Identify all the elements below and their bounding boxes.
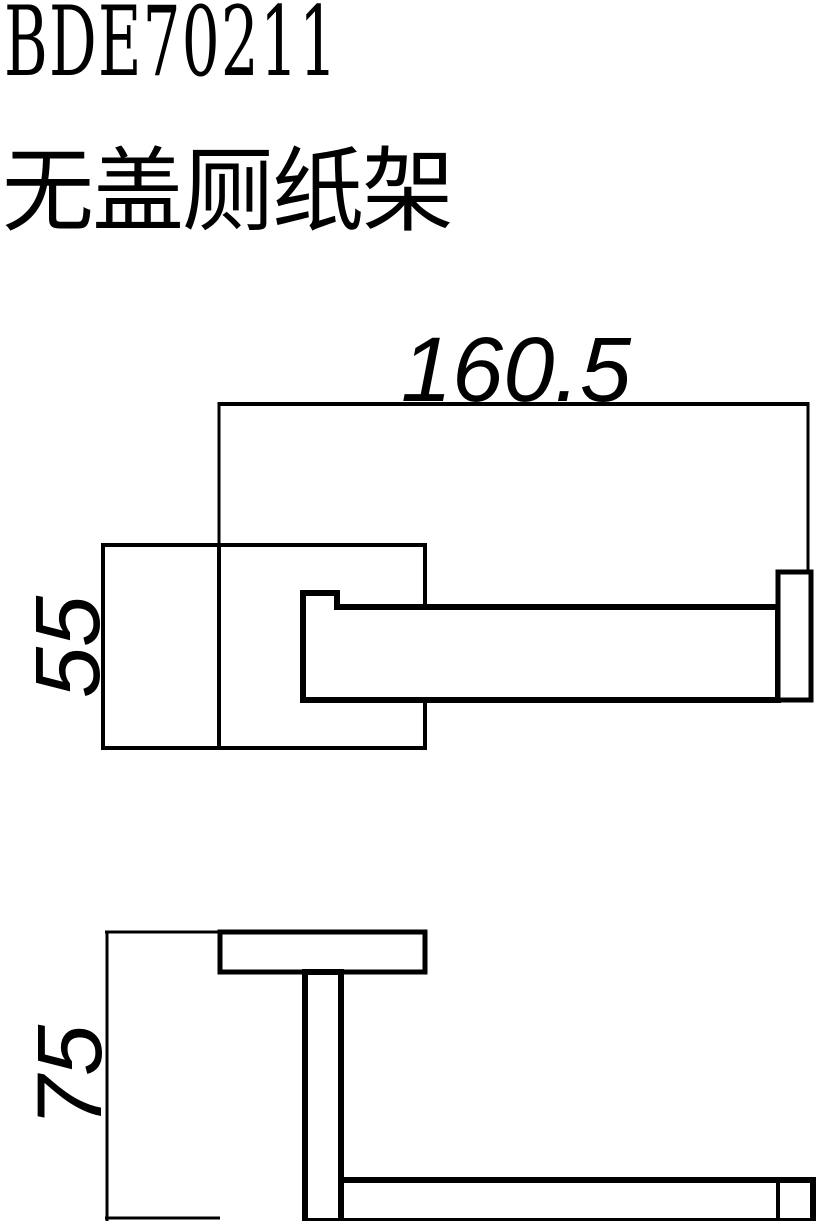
side-arm	[338, 1177, 816, 1221]
side-depth-dimension: 75	[19, 930, 220, 1221]
front-view	[101, 543, 814, 750]
side-post	[302, 969, 344, 1221]
width-dimension: 160.5	[217, 319, 810, 572]
width-dimension-label: 160.5	[401, 319, 632, 421]
side-mounting-plate	[217, 929, 428, 975]
model-code: BDE70211	[4, 0, 339, 98]
front-height-dimension-label: 55	[17, 595, 119, 698]
side-view	[217, 929, 816, 1221]
side-depth-dimension-label: 75	[19, 1024, 121, 1127]
front-height-dimension: 55	[17, 545, 119, 748]
front-end-cap	[775, 569, 814, 703]
product-name: 无盖厕纸架	[2, 138, 454, 245]
